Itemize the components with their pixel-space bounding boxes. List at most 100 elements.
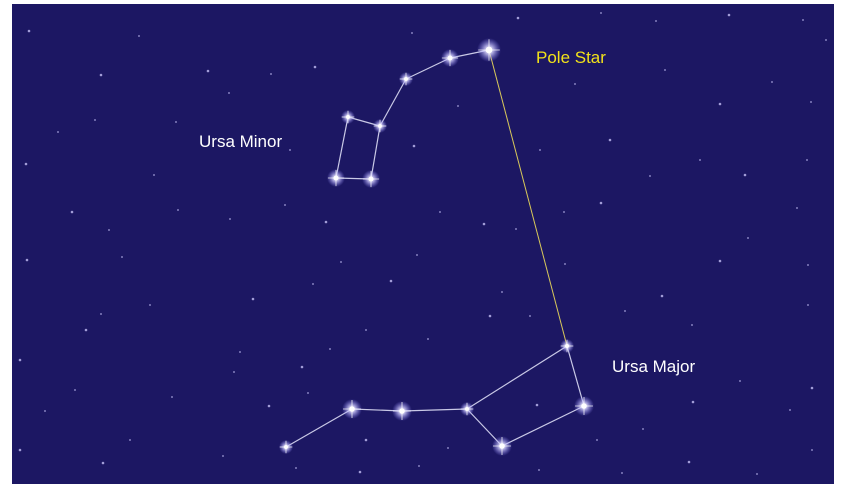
background-star bbox=[806, 159, 808, 161]
star bbox=[341, 110, 355, 124]
background-star bbox=[239, 351, 241, 353]
background-star bbox=[596, 439, 598, 441]
background-star bbox=[251, 297, 255, 301]
background-star bbox=[411, 32, 413, 34]
constellation-line bbox=[285, 408, 353, 448]
background-star bbox=[171, 396, 173, 398]
background-star bbox=[416, 254, 418, 256]
star-core bbox=[284, 445, 288, 449]
background-star bbox=[564, 263, 566, 265]
background-star bbox=[600, 12, 602, 14]
star bbox=[373, 119, 387, 133]
ursa-minor-label: Ursa Minor bbox=[199, 132, 283, 151]
star bbox=[574, 396, 594, 416]
pole-star-label: Pole Star bbox=[536, 48, 606, 67]
background-star bbox=[70, 210, 74, 214]
background-star bbox=[664, 69, 666, 71]
sky-background bbox=[12, 4, 834, 484]
star bbox=[327, 169, 345, 187]
star bbox=[399, 72, 413, 86]
star-core bbox=[368, 176, 374, 182]
background-star bbox=[222, 455, 224, 457]
star-core bbox=[485, 46, 493, 54]
night-sky-diagram bbox=[12, 4, 834, 484]
background-star bbox=[811, 449, 813, 451]
background-star bbox=[18, 448, 22, 452]
background-star bbox=[121, 256, 123, 258]
star-core bbox=[399, 408, 405, 414]
background-star bbox=[270, 73, 272, 75]
background-star bbox=[687, 460, 691, 464]
background-star bbox=[233, 371, 235, 373]
background-star bbox=[365, 329, 367, 331]
background-star bbox=[358, 470, 362, 474]
constellation-line bbox=[335, 116, 349, 179]
star bbox=[279, 440, 293, 454]
background-star bbox=[563, 211, 565, 213]
constellation-line bbox=[501, 405, 585, 447]
background-star bbox=[94, 119, 96, 121]
constellation-line bbox=[566, 345, 585, 407]
background-star bbox=[624, 310, 626, 312]
background-star bbox=[364, 438, 368, 442]
background-star bbox=[699, 159, 701, 161]
background-star bbox=[229, 218, 231, 220]
background-star bbox=[439, 211, 441, 213]
background-star bbox=[621, 472, 623, 474]
background-star bbox=[539, 149, 541, 151]
star-core bbox=[333, 175, 339, 181]
background-star bbox=[447, 447, 449, 449]
background-star bbox=[289, 149, 291, 151]
background-star bbox=[300, 365, 304, 369]
background-star bbox=[825, 39, 827, 41]
background-star bbox=[284, 204, 286, 206]
background-star bbox=[488, 314, 492, 318]
star-core bbox=[349, 406, 355, 412]
star bbox=[560, 339, 574, 353]
background-star bbox=[100, 313, 102, 315]
background-star bbox=[313, 65, 317, 69]
background-star bbox=[457, 105, 459, 107]
background-star bbox=[516, 16, 520, 20]
background-star bbox=[756, 473, 758, 475]
background-star bbox=[691, 400, 695, 404]
star-core bbox=[378, 124, 382, 128]
star-core bbox=[447, 55, 453, 61]
background-star bbox=[691, 324, 693, 326]
background-star bbox=[796, 207, 798, 209]
background-star bbox=[810, 386, 814, 390]
star-core bbox=[499, 443, 505, 449]
background-star bbox=[418, 465, 420, 467]
background-star bbox=[324, 220, 328, 224]
background-star bbox=[74, 389, 76, 391]
background-star bbox=[44, 410, 46, 412]
background-star bbox=[538, 469, 540, 471]
background-star bbox=[25, 258, 29, 262]
background-star bbox=[57, 131, 59, 133]
background-star bbox=[655, 20, 657, 22]
background-star bbox=[482, 222, 486, 226]
background-star bbox=[660, 294, 664, 298]
background-star bbox=[427, 338, 429, 340]
background-star bbox=[747, 237, 749, 239]
background-star bbox=[608, 138, 612, 142]
background-star bbox=[329, 348, 331, 350]
background-star bbox=[206, 69, 210, 73]
star bbox=[441, 49, 459, 67]
star bbox=[392, 401, 412, 421]
star-core bbox=[404, 77, 408, 81]
ursa-major-label: Ursa Major bbox=[612, 357, 696, 376]
background-star bbox=[27, 29, 31, 33]
background-star bbox=[529, 315, 531, 317]
background-star bbox=[267, 404, 271, 408]
star bbox=[492, 436, 512, 456]
background-star bbox=[743, 173, 747, 177]
star-core bbox=[465, 407, 469, 411]
background-star bbox=[24, 162, 28, 166]
pole-star bbox=[477, 38, 501, 62]
constellation-line bbox=[466, 345, 568, 410]
background-star bbox=[312, 283, 314, 285]
background-star bbox=[101, 461, 105, 465]
background-star bbox=[129, 439, 131, 441]
background-star bbox=[807, 264, 809, 266]
